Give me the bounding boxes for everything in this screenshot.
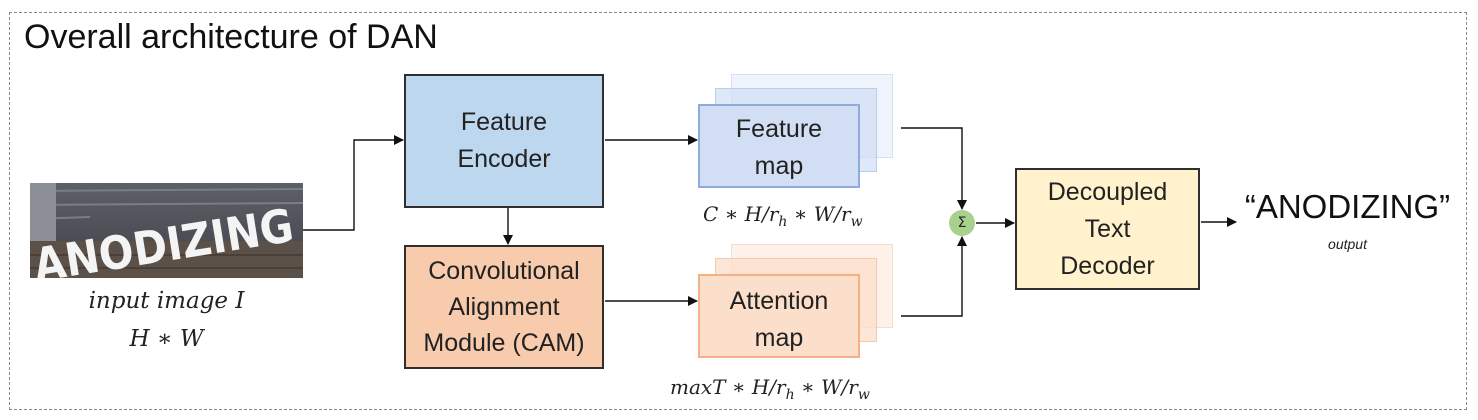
input-caption: input image I — [88, 288, 245, 314]
feature-map-dims: C ∗ H/rh ∗ W/rw — [703, 202, 863, 230]
output-text: “ANODIZING” — [1244, 188, 1451, 225]
decoder-line2: Text — [1084, 214, 1131, 243]
sum-node: Σ — [949, 210, 975, 236]
attention-map-layer-front — [698, 274, 860, 358]
attention-map-dims: maxT ∗ H/rh ∗ W/rw — [670, 375, 870, 403]
feature-map-line2: map — [754, 152, 804, 180]
decoder-line1: Decoupled — [1047, 177, 1168, 206]
decoder-line3: Decoder — [1060, 251, 1155, 280]
attention-map-line1: Attention — [729, 287, 829, 315]
attention-map-line2: map — [754, 324, 804, 352]
feature-encoder-box: Feature Encoder — [404, 74, 604, 208]
output-label: output — [1328, 236, 1367, 252]
arrow-input-to-encoder — [303, 135, 404, 231]
input-dims: H ∗ W — [129, 326, 204, 352]
arrow-feature-map-to-sum — [901, 127, 967, 210]
cam-line3: Module (CAM) — [423, 329, 585, 357]
input-image: ANODIZING — [30, 183, 303, 278]
attention-map-label: Attention map — [698, 283, 860, 357]
cam-box: Convolutional Alignment Module (CAM) — [404, 245, 604, 369]
feature-encoder-line2: Encoder — [457, 145, 551, 173]
feature-map-layer-front — [698, 104, 860, 188]
feature-map-label: Feature map — [698, 111, 860, 185]
diagram-title: Overall architecture of DAN — [24, 18, 438, 56]
diagram-frame — [9, 12, 1467, 410]
decoder-box: Decoupled Text Decoder — [1015, 168, 1200, 290]
arrow-attention-map-to-sum — [901, 236, 967, 317]
feature-map-line1: Feature — [735, 115, 823, 143]
cam-line2: Alignment — [448, 293, 560, 321]
cam-line1: Convolutional — [428, 257, 580, 285]
sum-symbol: Σ — [957, 215, 967, 231]
feature-encoder-line1: Feature — [460, 108, 548, 136]
